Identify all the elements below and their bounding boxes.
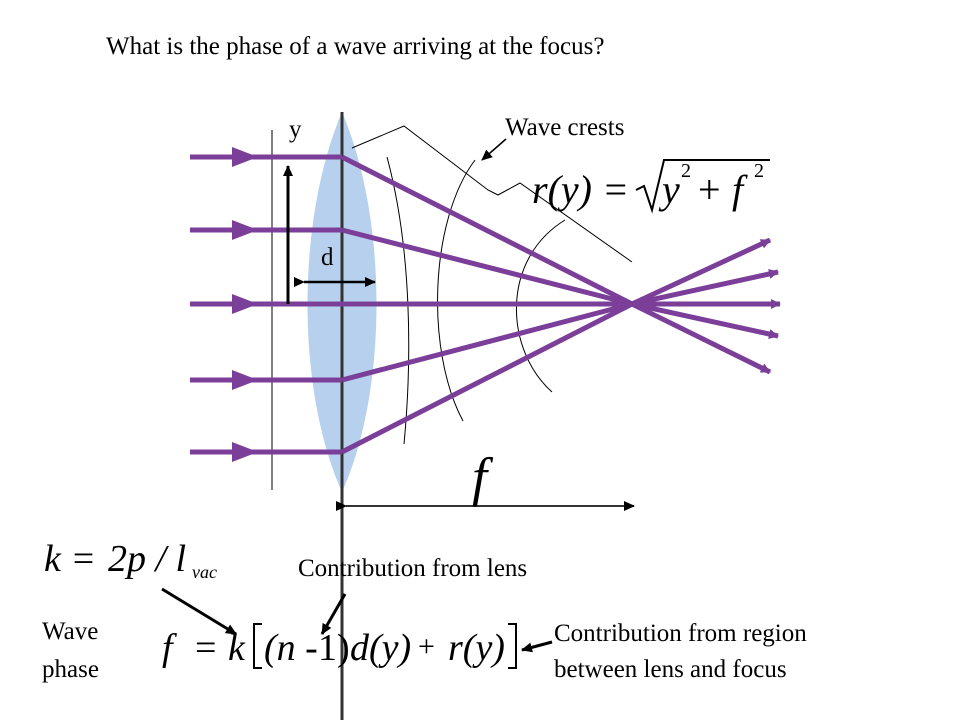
focal-length-label: f (472, 447, 488, 507)
r-equation-lhs: r(y) = (532, 167, 629, 212)
incoming-rays (190, 154, 342, 455)
wave-crests-label: Wave crests (505, 114, 625, 141)
r-equation-y: y (662, 167, 680, 212)
k-equation-sub: vac (192, 562, 217, 582)
d-label: d (321, 244, 334, 271)
r-equation-sup-2: 2 (754, 160, 764, 182)
phase-right-bracket (508, 623, 517, 669)
contribution-region-label-2: between lens and focus (554, 656, 787, 683)
converging-rays (340, 154, 634, 455)
outgoing-rays (630, 237, 781, 375)
phase-equation-n: (n - (264, 627, 318, 669)
phase-equation-phi: f (162, 627, 173, 669)
r-brace (351, 125, 633, 263)
y-label: y (289, 116, 302, 143)
phase-equation-k: k (228, 627, 245, 669)
contribution-region-label-1: Contribution from region (554, 620, 807, 647)
contribution-lens-label: Contribution from lens (298, 555, 528, 582)
phase-equation-eq: = (195, 627, 217, 669)
wave-crest-2 (437, 159, 476, 422)
sqrt-sign (635, 159, 770, 214)
wave-crests-pointer (481, 138, 507, 161)
phase-equation-one: 1) (318, 627, 350, 669)
phase-left-bracket (253, 623, 262, 669)
k-pointer (161, 587, 237, 636)
phase-equation-ry: r(y) (448, 627, 505, 669)
wave-phase-label-2: phase (42, 656, 99, 683)
region-contribution-pointer (521, 640, 553, 653)
k-equation-rhs: 2p / l (108, 538, 187, 580)
wave-crest-1 (386, 156, 410, 445)
r-equation-sup-1: 2 (681, 160, 691, 182)
phase-equation-plus: + (418, 630, 435, 663)
k-equation-lhs: k = (44, 538, 97, 580)
lens-contribution-pointer (320, 593, 347, 635)
incoming-arrowheads (232, 147, 258, 462)
slide-title: What is the phase of a wave arriving at … (106, 33, 605, 60)
r-equation-f: f (732, 167, 744, 212)
phase-equation-dy: d(y) (350, 627, 412, 669)
r-equation-plus: + (698, 167, 721, 212)
wave-phase-label-1: Wave (42, 618, 99, 645)
